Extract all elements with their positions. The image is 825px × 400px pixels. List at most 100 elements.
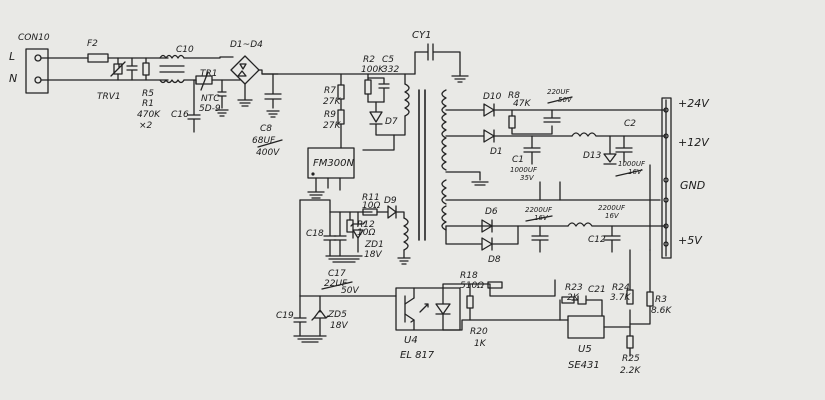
c8-value1: 68UF (252, 136, 276, 146)
zd5-value: 18V (330, 321, 348, 331)
c1-label: C1 (512, 155, 524, 165)
r1-multiplier: ×2 (139, 121, 153, 131)
ntc-tr1: TR1 NTC 5D-9 (195, 69, 229, 117)
connector-con10: CON10 L N (9, 33, 50, 94)
r24-value: 3.7K (610, 293, 631, 303)
r7-value: 27K (323, 97, 341, 107)
line-label: L (9, 50, 15, 63)
opto-resistors: R18 510Ω R20 1K (442, 271, 561, 349)
bleeder-resistors: R5 R1 470K ×2 (137, 57, 161, 131)
c17-value2: 50V (341, 286, 359, 296)
d7-label: D7 (385, 117, 398, 127)
zd1-label: ZD1 (364, 240, 384, 250)
d6-label: D6 (485, 207, 498, 217)
r11-value: 10Ω (362, 201, 380, 211)
bridge-rectifier: D1~D4 (230, 40, 279, 107)
r23-label: R23 (565, 283, 583, 293)
c5-label: C5 (382, 55, 394, 65)
u5-label: U5 (578, 344, 592, 355)
r8-label: R8 (508, 91, 520, 101)
d9-label: D9 (384, 196, 397, 206)
r3-label: R3 (655, 295, 667, 305)
r7-label: R7 (324, 86, 336, 96)
cy1-label: CY1 (412, 30, 431, 41)
secondary-windings (441, 89, 489, 231)
feedback-input: C19 ZD5 18V (276, 295, 397, 343)
c16-label: C16 (171, 110, 189, 120)
r3-value: 8.6K (651, 306, 672, 316)
c1-value2: 35V (520, 174, 535, 182)
c18-label: C18 (306, 229, 324, 239)
u4-label: U4 (404, 335, 418, 346)
zd1-value: 18V (364, 250, 382, 260)
vcc-filter: R12 10Ω ZD1 18V C18 C17 22UF 50V (306, 211, 384, 296)
d8-label: D8 (488, 255, 501, 265)
c21-label: C21 (588, 285, 606, 295)
c2-value1: 1000UF (618, 160, 646, 168)
r23-value: 2K (567, 293, 580, 303)
transformer-core (418, 89, 426, 241)
c8-value2: 400V (256, 148, 280, 158)
output-24v-label: +24V (678, 97, 710, 110)
r1-label: R1 (142, 99, 154, 109)
c12-label: C12 (588, 235, 606, 245)
rail-12v: D1 C1 1000UF 35V D13 C2 1000UF 16V (445, 119, 667, 182)
r20-value: 1K (474, 339, 487, 349)
common-mode-choke: C10 (159, 45, 194, 84)
r18-label: R18 (460, 271, 478, 281)
c17-value1: 22UF (324, 279, 348, 289)
c19-label: C19 (276, 311, 294, 321)
r12-label: R12 (357, 220, 375, 230)
r9-value: 27K (323, 121, 341, 131)
tr1-label: TR1 (200, 69, 217, 79)
d10-label: D10 (483, 92, 502, 102)
output-connector: +24V +12V GND +5V (661, 97, 710, 259)
c22-value1: 2200UF (525, 206, 553, 214)
rcd-snubber: R2 100K C5 332 D7 (361, 55, 399, 136)
neutral-label: N (9, 72, 17, 85)
primary-winding (362, 73, 410, 151)
c2-label: C2 (624, 119, 636, 129)
ic-label: FM300N (313, 158, 354, 169)
r20-label: R20 (470, 327, 488, 337)
r2-value: 100K (361, 65, 385, 75)
varistor-trv1: TRV1 (97, 57, 126, 102)
startup-resistors: R7 27K R9 27K (323, 73, 345, 149)
c1-value1: 1000UF (510, 166, 538, 174)
output-gnd-label: GND (680, 179, 705, 192)
u5-value: SE431 (568, 360, 600, 371)
fuse-f2: F2 (87, 39, 109, 63)
output-5v-label: +5V (678, 234, 703, 247)
c10-label: C10 (176, 45, 194, 55)
ntc-value: 5D-9 (199, 104, 221, 114)
ic-fm300n: FM300N (307, 147, 355, 199)
output-12v-label: +12V (678, 136, 710, 149)
rail-gnd (445, 164, 661, 251)
r25-value: 2.2K (620, 366, 641, 376)
r9-label: R9 (324, 110, 336, 120)
trv1-label: TRV1 (97, 92, 121, 102)
c17-label: C17 (328, 269, 346, 279)
c24-value2: 50V (558, 96, 573, 104)
y-capacitor-cy1: CY1 (412, 30, 469, 83)
f2-label: F2 (87, 39, 98, 49)
ntc-label: NTC (201, 94, 220, 104)
r11-label: R11 (362, 193, 380, 203)
capacitor-c16: C16 (171, 79, 201, 133)
c12-value1: 2200UF (598, 204, 626, 212)
r2-label: R2 (363, 55, 375, 65)
con10-label: CON10 (18, 33, 50, 43)
reference-se431: R23 2K C21 R24 3.7K R3 8.6K R25 2.2K U5 … (559, 249, 672, 376)
d1-d4-label: D1~D4 (230, 40, 263, 50)
x-capacitor (126, 57, 138, 81)
r5-label: R5 (142, 89, 154, 99)
c5-value: 332 (382, 65, 399, 75)
vcc-supply: R11 10Ω D9 (299, 193, 411, 297)
c12-value2: 16V (605, 212, 620, 220)
r12-value: 10Ω (357, 228, 375, 238)
rail-5v: D6 D8 2200UF 16V 2200UF 16V C12 (445, 204, 667, 265)
capacitor-c8: C8 68UF 400V (252, 73, 283, 158)
c24-value1: 220UF (547, 88, 570, 96)
u4-value: EL 817 (400, 350, 435, 361)
